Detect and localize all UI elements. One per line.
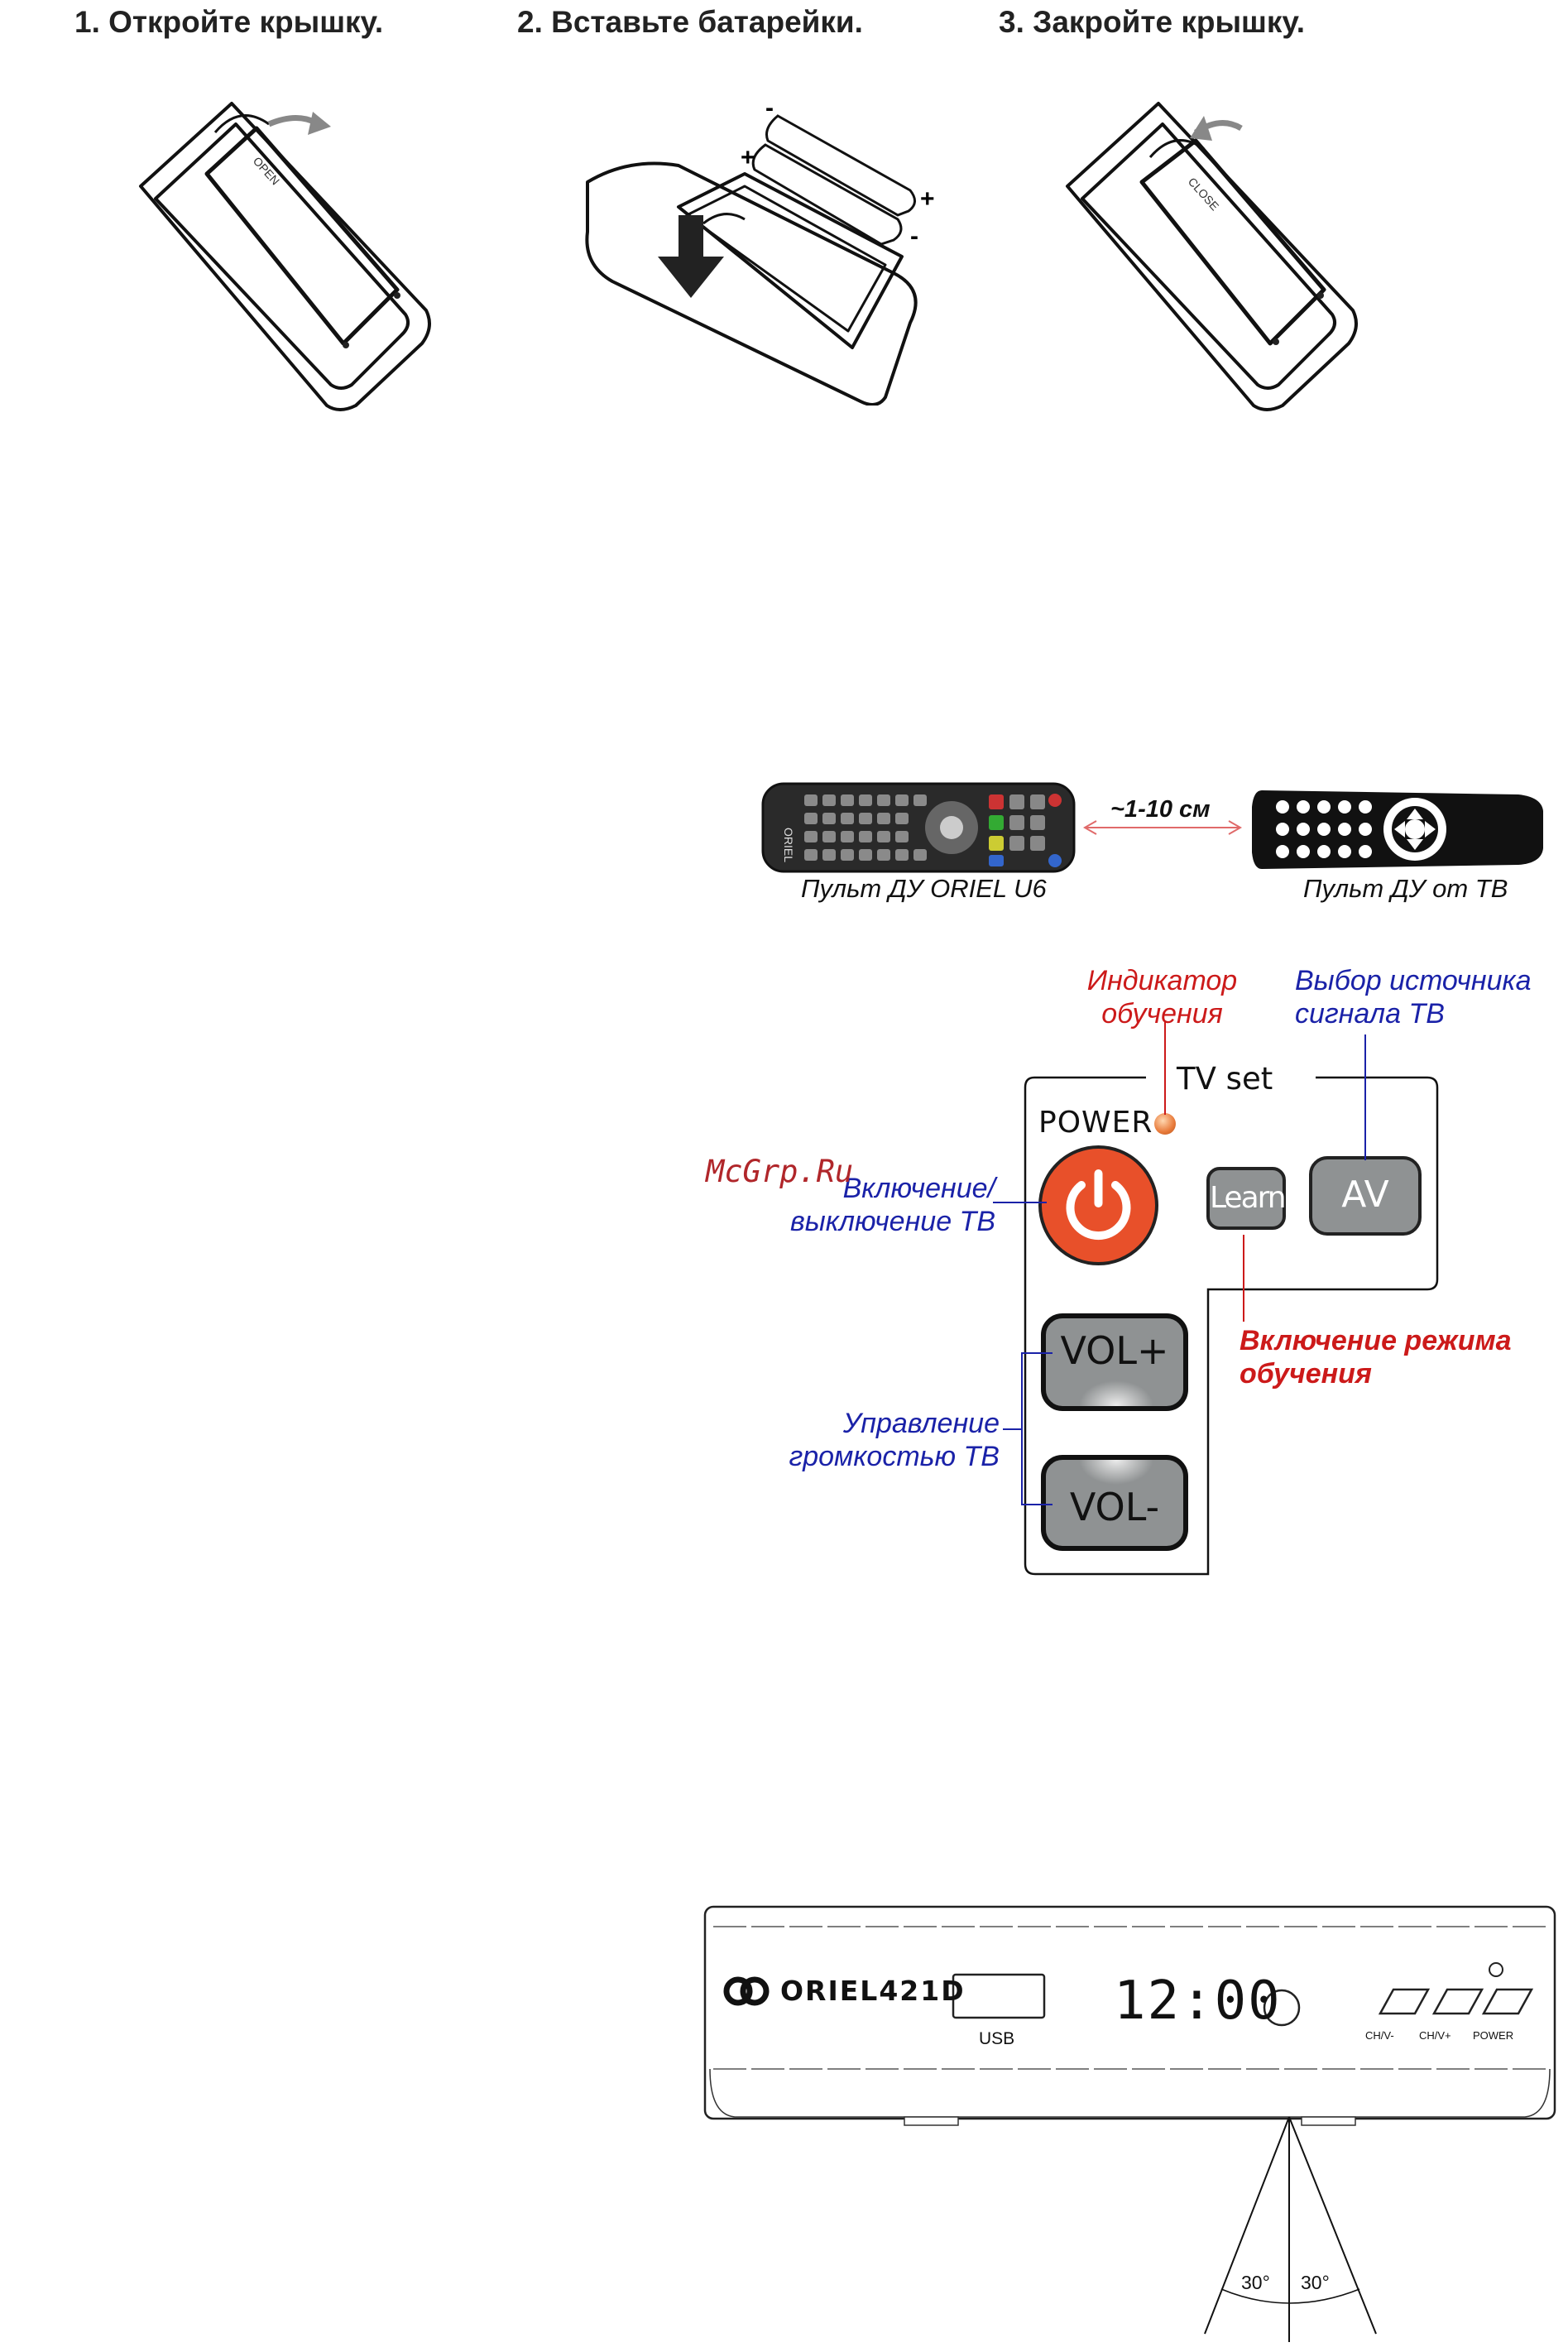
step-3-title: 3. Закройте крышку. bbox=[999, 5, 1306, 39]
vol-plus-label: VOL+ bbox=[1060, 1328, 1169, 1373]
receiver-front-panel bbox=[703, 1905, 1556, 2342]
volume-callout: Управление громкостью ТВ bbox=[789, 1408, 1000, 1472]
power-button-label: POWER bbox=[1473, 2029, 1514, 2042]
battery-plus-right: + bbox=[920, 185, 935, 213]
tv-remote bbox=[1252, 790, 1543, 869]
svg-text:ORIEL: ORIEL bbox=[782, 828, 795, 862]
angle-right-label: 30° bbox=[1301, 2272, 1330, 2293]
oriel-remote-caption: Пульт ДУ ORIEL U6 bbox=[801, 874, 1047, 903]
callout-leaders bbox=[993, 1022, 1366, 1322]
ch-minus-label: CH/V- bbox=[1365, 2029, 1394, 2042]
watermark: McGrp.Ru bbox=[706, 1154, 854, 1189]
step-2-title: 2. Вставьте батарейки. bbox=[517, 5, 863, 39]
distance-arrow bbox=[1082, 820, 1243, 835]
learn-mode-callout: Включение режима обучения bbox=[1240, 1325, 1512, 1390]
vol-plus-button[interactable]: VOL+ bbox=[1041, 1313, 1188, 1411]
clock-display: 12:00 bbox=[1114, 1970, 1282, 2032]
distance-label: ~1-10 см bbox=[1107, 796, 1214, 823]
battery-plus-left: + bbox=[741, 144, 755, 171]
brand-logo: ORIEL421D bbox=[780, 1975, 966, 2007]
vol-minus-label: VOL- bbox=[1069, 1485, 1160, 1529]
learning-indicator-led bbox=[1154, 1113, 1176, 1135]
av-button[interactable]: AV bbox=[1309, 1156, 1422, 1236]
vol-minus-button[interactable]: VOL- bbox=[1041, 1455, 1188, 1551]
tv-panel-outline bbox=[1024, 1076, 1439, 1576]
step-1-title: 1. Откройте крышку. bbox=[74, 5, 384, 39]
power-icon bbox=[1066, 1169, 1131, 1241]
learn-button[interactable]: Learn bbox=[1206, 1167, 1287, 1230]
power-label: POWER bbox=[1038, 1106, 1153, 1140]
close-cover-illustration: CLOSE bbox=[1066, 102, 1358, 411]
oriel-u6-remote: ORIEL bbox=[761, 782, 1076, 873]
battery-minus-right: - bbox=[910, 223, 918, 250]
source-callout: Выбор источника сигнала ТВ bbox=[1295, 965, 1532, 1030]
indicator-callout: Индикатор обучения bbox=[1086, 965, 1238, 1030]
battery-minus-top: - bbox=[765, 94, 774, 122]
power-button[interactable] bbox=[1038, 1145, 1158, 1265]
power-callout: Включение/ выключение ТВ bbox=[790, 1173, 995, 1237]
ch-plus-label: CH/V+ bbox=[1419, 2029, 1451, 2042]
tv-set-title: TV set bbox=[1177, 1061, 1273, 1097]
angle-left-label: 30° bbox=[1241, 2272, 1270, 2293]
insert-batteries-illustration: - + + - bbox=[585, 94, 935, 406]
volume-bracket bbox=[1003, 1352, 1053, 1505]
tv-remote-caption: Пульт ДУ от ТВ bbox=[1303, 874, 1508, 903]
usb-label: USB bbox=[979, 2029, 1015, 2048]
open-cover-illustration: OPEN bbox=[139, 102, 431, 411]
